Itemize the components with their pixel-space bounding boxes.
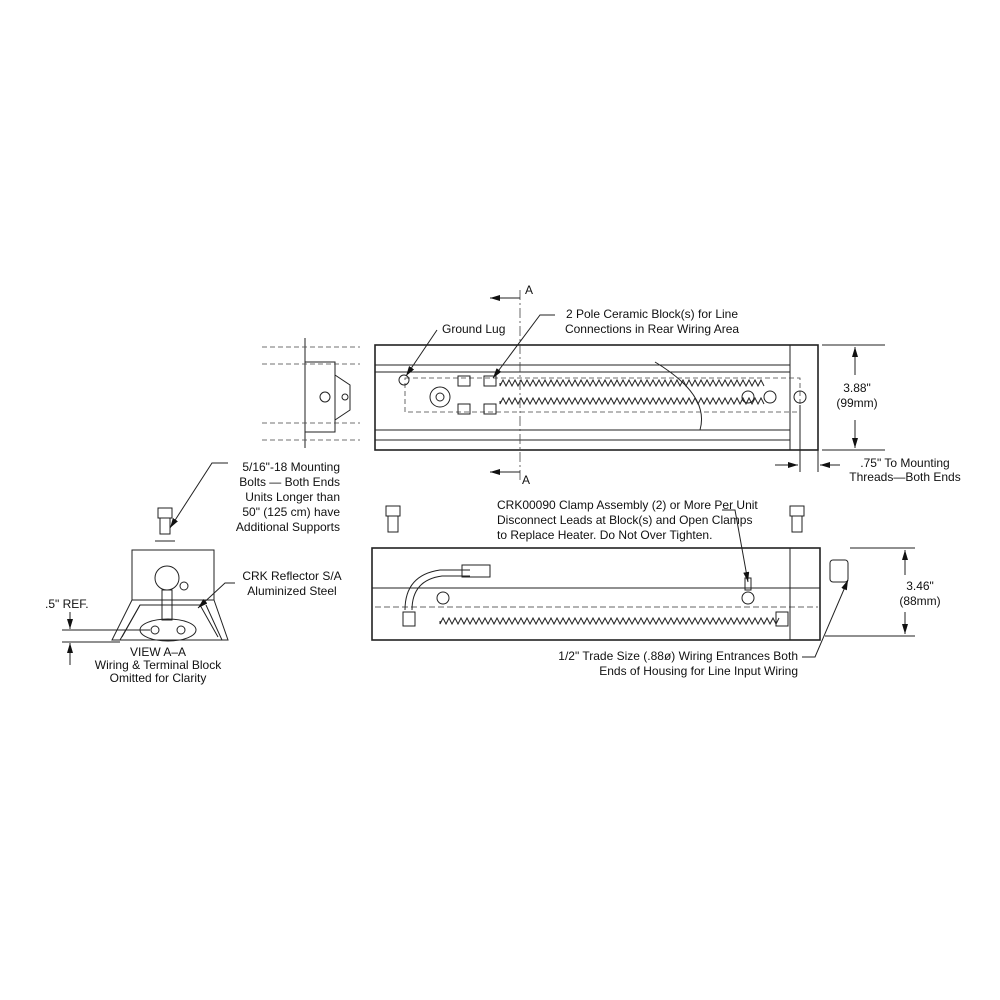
ground-lug-label: Ground Lug [442, 322, 505, 336]
reflector-label-2: Aluminized Steel [247, 584, 336, 598]
wiring-label-2: Ends of Housing for Line Input Wiring [599, 664, 798, 678]
mount-dim-1: .75" To Mounting [860, 456, 949, 470]
section-marker-bottom: A [522, 473, 530, 487]
view-caption-2: Wiring & Terminal Block [95, 658, 222, 672]
ref-dim-label: .5" REF. [45, 597, 89, 611]
bolts-label-2: Bolts — Both Ends [239, 475, 340, 489]
height-dim-side: 3.46" [906, 579, 934, 593]
section-marker-top: A [525, 283, 533, 297]
heating-coil [499, 378, 765, 406]
side-view: CRK00090 Clamp Assembly (2) or More Per … [371, 498, 941, 678]
heating-coil-side [439, 616, 780, 626]
height-dim-top: 3.88" [843, 381, 871, 395]
height-dim-top-mm: (99mm) [836, 396, 877, 410]
bolts-label-1: 5/16"-18 Mounting [242, 460, 340, 474]
bolts-label-4: 50" (125 cm) have [242, 505, 340, 519]
reflector-label-1: CRK Reflector S/A [242, 569, 341, 583]
view-caption-1: VIEW A–A [130, 645, 186, 659]
ceramic-block-label-2: Connections in Rear Wiring Area [565, 322, 739, 336]
wiring-label-1: 1/2" Trade Size (.88ø) Wiring Entrances … [558, 649, 798, 663]
ceramic-block-label-1: 2 Pole Ceramic Block(s) for Line [566, 307, 738, 321]
bolts-label-5: Additional Supports [236, 520, 340, 534]
view-aa: 5/16"-18 Mounting Bolts — Both Ends Unit… [45, 460, 342, 685]
clamp-label-1: CRK00090 Clamp Assembly (2) or More Per … [497, 498, 758, 512]
ground-lug-icon [398, 374, 410, 386]
top-view: A A Ground Lug 2 Pole Ceramic Block(s) f… [262, 283, 961, 487]
view-caption-3: Omitted for Clarity [110, 671, 207, 685]
height-dim-side-mm: (88mm) [899, 594, 940, 608]
bolts-label-3: Units Longer than [245, 490, 340, 504]
mount-dim-2: Threads—Both Ends [849, 470, 960, 484]
clamp-label-2: Disconnect Leads at Block(s) and Open Cl… [497, 513, 752, 527]
clamp-label-3: to Replace Heater. Do Not Over Tighten. [497, 528, 712, 542]
